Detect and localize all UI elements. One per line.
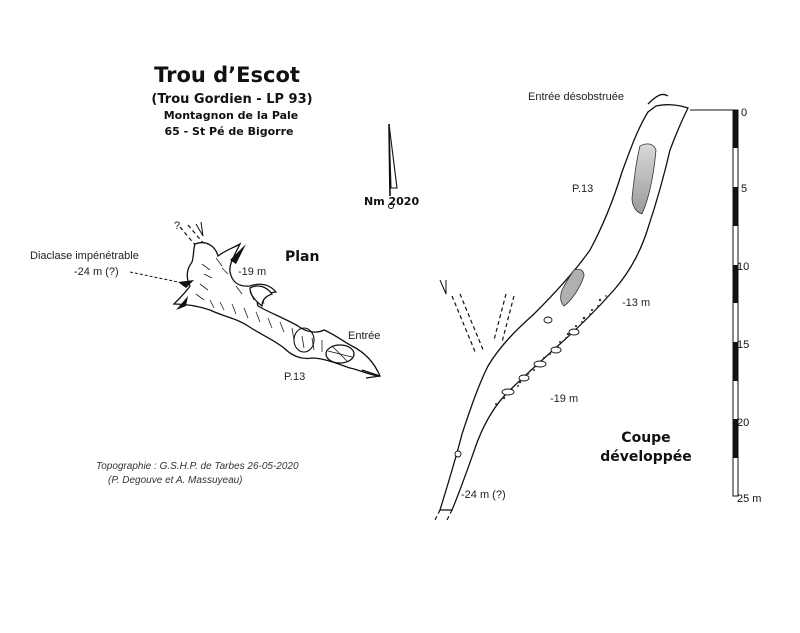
section-depth-13: -13 m (622, 297, 650, 309)
section-title-line-1: Coupe (621, 430, 670, 446)
scale-tick-20: 20 (737, 417, 749, 429)
survey-subtitle: (Trou Gordien - LP 93) (151, 92, 312, 107)
section-flow-arrow-icon (439, 279, 447, 295)
scale-tick-0: 0 (741, 107, 747, 119)
credit-line-1: Topographie : G.S.H.P. de Tarbes 26-05-2… (96, 461, 299, 472)
section-title-line-2: développée (600, 449, 692, 465)
section-pitch-label: P.13 (572, 183, 593, 195)
credits: Topographie : G.S.H.P. de Tarbes 26-05-2… (96, 461, 299, 486)
section-view: Entrée désobstruée (433, 91, 736, 523)
diaclase-depth: -24 m (?) (74, 266, 119, 278)
survey-place: Montagnon de la Pale (164, 109, 299, 122)
plan-question-mark: ? (174, 220, 180, 232)
credit-line-2: (P. Degouve et A. Massuyeau) (108, 475, 243, 486)
plan-title: Plan (285, 249, 319, 265)
section-depth-19: -19 m (550, 393, 578, 405)
plan-passage (172, 241, 381, 377)
plan-entrance-label: Entrée (348, 330, 380, 342)
depth-scale: 0 5 10 15 20 25 m (732, 107, 761, 505)
plan-view: Plan ? (30, 220, 381, 383)
scale-tick-5: 5 (741, 183, 747, 195)
survey-title: Trou d’Escot (154, 63, 300, 87)
section-passage (439, 104, 689, 511)
plan-depth-19: -19 m (238, 266, 266, 278)
scale-tick-15: 15 (737, 339, 749, 351)
plan-pitch-label: P.13 (284, 371, 305, 383)
flow-arrow-icon (195, 221, 204, 237)
scale-tick-10: 10 (737, 261, 749, 273)
survey-commune: 65 - St Pé de Bigorre (165, 125, 294, 138)
title-block: Trou d’Escot (Trou Gordien - LP 93) Mont… (151, 63, 312, 138)
section-depth-24: -24 m (?) (461, 489, 506, 501)
north-arrow: Nm 2020 (364, 123, 419, 209)
scale-tick-25: 25 m (737, 493, 761, 505)
diaclase-label: Diaclase impénétrable (30, 250, 139, 262)
section-entrance-label: Entrée désobstruée (528, 91, 624, 103)
flowstone-shading (631, 143, 657, 215)
north-label: Nm 2020 (364, 195, 419, 208)
